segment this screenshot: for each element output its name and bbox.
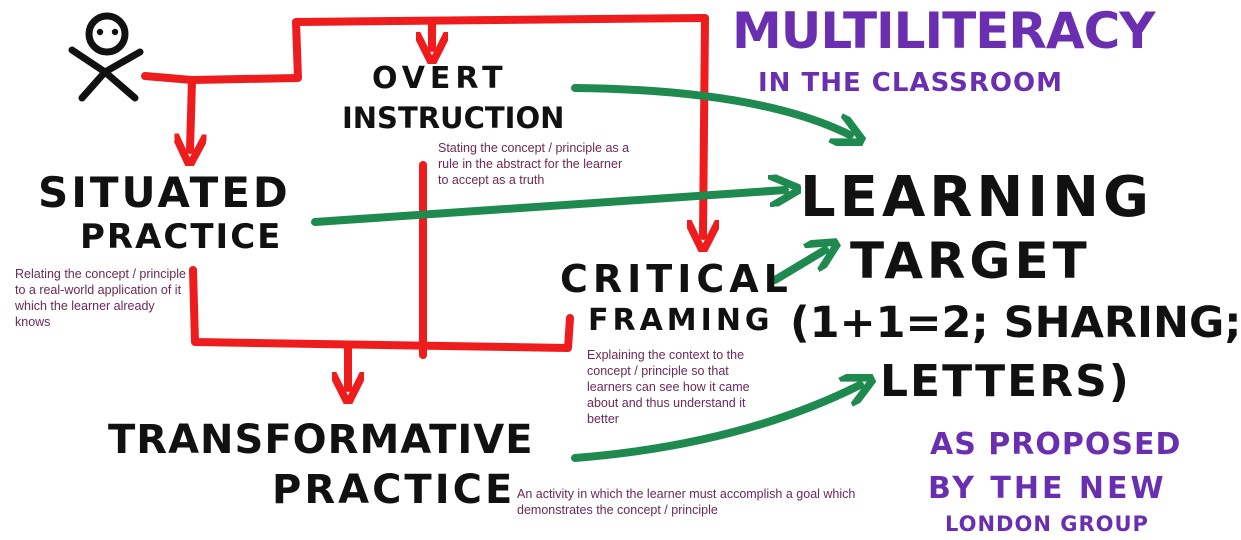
credit-line-3: LONDON GROUP [945,512,1149,536]
target-label-line-2: TARGET [850,232,1091,290]
red-connector-top-loop [188,14,705,236]
overt-label-line-1: OVERT [372,61,508,96]
transformative-label-line-2: PRACTICE [272,467,516,513]
title-line-2: IN THE CLASSROOM [758,68,1063,98]
target-examples-line-2: LETTERS) [880,356,1131,407]
credit-line-2: BY THE NEW [928,471,1167,506]
stick-figure-icon [68,12,144,102]
credit-line-1: AS PROPOSED [930,427,1182,462]
situated-label-line-2: PRACTICE [80,217,283,257]
red-connector-learner-to-situated [141,72,192,150]
red-connector-bottom-loop [189,266,574,352]
green-connector-situated-to-target [311,190,785,226]
green-connector-critical-to-target [771,250,825,284]
situated-label-line-1: SITUATED [38,168,291,217]
transformative-note: An activity in which the learner must ac… [517,487,856,517]
target-label-line-1: LEARNING [800,165,1153,230]
overt-note: Stating the concept / principle as a rul… [438,141,630,187]
connector-layer [68,12,1200,462]
situated-note: Relating the concept / principle to a re… [15,267,186,329]
title-line-1: MULTILITERACY [732,2,1155,60]
target-examples-line-1: (1+1=2; SHARING; [790,298,1241,348]
green-connector-overt-to-target [571,84,850,135]
critical-note: Explaining the context to the concept / … [587,348,750,426]
transformative-label-line-1: TRANSFORMATIVE [108,417,534,463]
critical-label-line-1: CRITICAL [560,257,793,301]
critical-label-line-2: FRAMING [588,303,774,338]
green-connector-transformative-to-target [571,385,860,462]
diagram-canvas: MULTILITERACY IN THE CLASSROOM OVERT INS… [15,2,1241,536]
overt-label-line-2: INSTRUCTION [342,101,565,135]
